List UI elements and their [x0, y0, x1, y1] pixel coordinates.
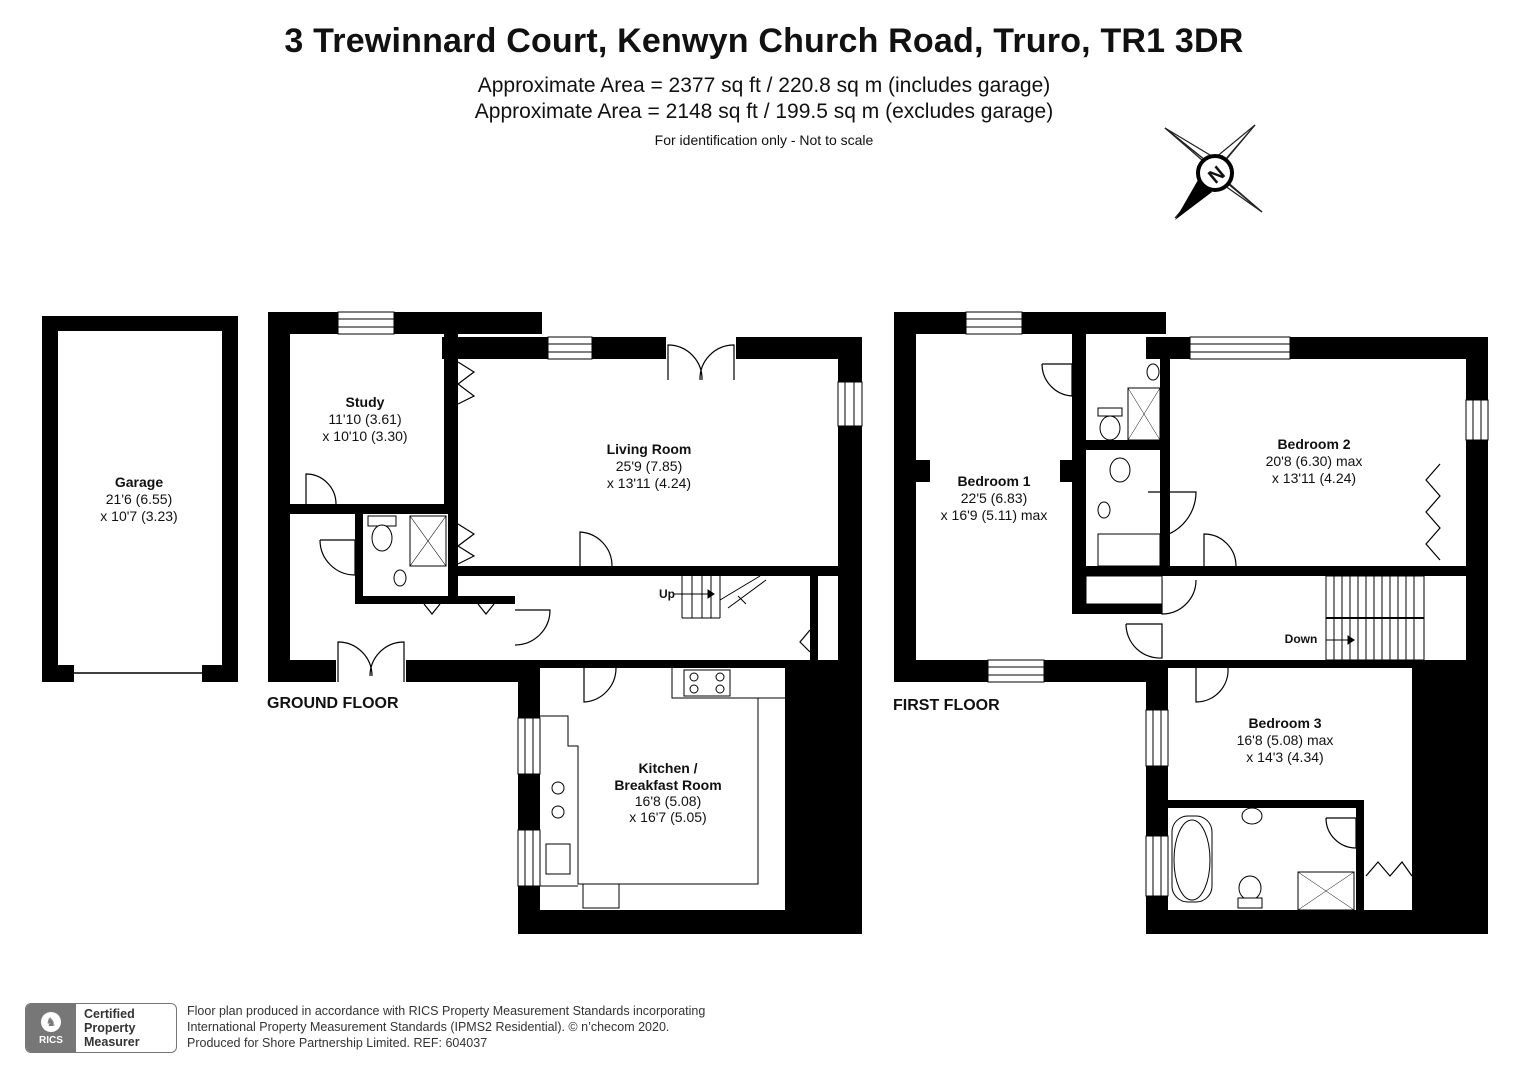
room-dim-garage-2: x 10'7 (3.23) — [100, 508, 177, 524]
compass-north-icon: N — [1164, 124, 1263, 220]
room-name-kitchen-2: Breakfast Room — [614, 777, 721, 793]
footer-line-3: Produced for Shore Partnership Limited. … — [187, 1036, 488, 1050]
room-dim-kitchen-1: 16'8 (5.08) — [635, 793, 702, 809]
badge-text: Certified Property Measurer — [84, 1007, 140, 1049]
area-excluding-garage: Approximate Area = 2148 sq ft / 199.5 sq… — [474, 100, 1054, 123]
room-name-bedroom-1: Bedroom 1 — [957, 473, 1030, 489]
footer-notice: Floor plan produced in accordance with R… — [187, 1003, 705, 1051]
rics-logo: ♞ RICS — [26, 1004, 76, 1052]
room-dim-kitchen-2: x 16'7 (5.05) — [629, 809, 706, 825]
room-labels: Garage 21'6 (6.55) x 10'7 (3.23) Study 1… — [100, 394, 1362, 825]
garage-plan — [42, 316, 238, 682]
room-name-bedroom-3: Bedroom 3 — [1248, 715, 1321, 731]
room-dim-bedroom-3-1: 16'8 (5.08) max — [1237, 732, 1334, 748]
page-title: 3 Trewinnard Court, Kenwyn Church Road, … — [284, 22, 1244, 60]
ground-floor-label: GROUND FLOOR — [267, 695, 399, 712]
room-dim-living-room-2: x 13'11 (4.24) — [607, 475, 691, 491]
room-dim-study-2: x 10'10 (3.30) — [322, 428, 407, 444]
rics-wordmark: RICS — [39, 1035, 63, 1046]
first-floor-plan — [894, 311, 1489, 934]
ground-floor-plan — [268, 311, 863, 934]
room-dim-garage-1: 21'6 (6.55) — [106, 491, 173, 507]
room-dim-living-room-1: 25'9 (7.85) — [616, 458, 683, 474]
room-name-kitchen-1: Kitchen / — [638, 760, 697, 776]
scale-disclaimer: For identification only - Not to scale — [654, 132, 874, 148]
room-name-garage: Garage — [115, 474, 163, 490]
room-dim-bedroom-1-2: x 16'9 (5.11) max — [941, 507, 1048, 523]
badge-line-3: Measurer — [84, 1035, 140, 1049]
footer-line-2: International Property Measurement Stand… — [187, 1020, 670, 1034]
room-dim-study-1: 11'10 (3.61) — [328, 411, 401, 427]
room-dim-bedroom-2-2: x 13'11 (4.24) — [1272, 470, 1356, 486]
room-dim-bedroom-3-2: x 14'3 (4.34) — [1246, 749, 1323, 765]
badge-line-2: Property — [84, 1021, 136, 1035]
room-name-study: Study — [346, 394, 385, 410]
stairs-up-label: Up — [659, 587, 675, 601]
area-including-garage: Approximate Area = 2377 sq ft / 220.8 sq… — [477, 74, 1051, 97]
room-dim-bedroom-1-1: 22'5 (6.83) — [961, 490, 1028, 506]
room-dim-bedroom-2-1: 20'8 (6.30) max — [1266, 453, 1363, 469]
stairs-down-label: Down — [1285, 632, 1318, 646]
room-name-bedroom-2: Bedroom 2 — [1277, 436, 1350, 452]
room-name-living-room: Living Room — [607, 441, 692, 457]
rics-crest-icon: ♞ — [41, 1012, 61, 1032]
badge-line-1: Certified — [84, 1007, 135, 1021]
footer-line-1: Floor plan produced in accordance with R… — [187, 1004, 706, 1018]
first-floor-label: FIRST FLOOR — [893, 697, 1000, 714]
rics-certified-badge: ♞ RICS Certified Property Measurer — [25, 1003, 177, 1053]
